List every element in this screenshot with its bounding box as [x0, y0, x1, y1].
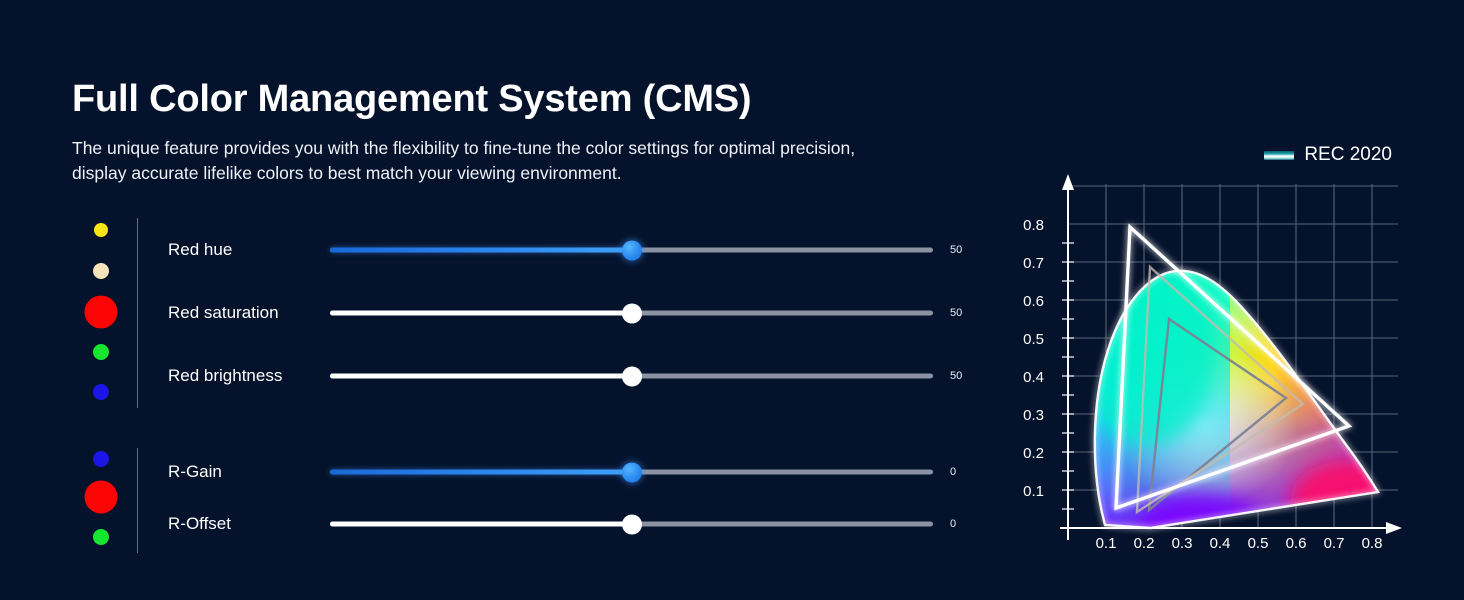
group-divider-2	[137, 448, 138, 553]
slider-knob-r-offset[interactable]	[621, 514, 642, 534]
cie-chart-svg	[1060, 174, 1402, 540]
slider-knob-red-saturation[interactable]	[621, 303, 642, 323]
x-axis-arrow-icon	[1386, 522, 1402, 534]
y-tick-label: 0.6	[1023, 293, 1044, 310]
spectral-locus-outline	[1093, 269, 1380, 530]
slider-value-r-gain: 0	[950, 466, 957, 478]
page-title: Full Color Management System (CMS)	[72, 78, 752, 120]
page-description: The unique feature provides you with the…	[72, 138, 856, 183]
dot-red-icon	[84, 295, 118, 329]
group-divider-1	[137, 218, 138, 408]
slider-knob-red-hue[interactable]	[621, 240, 642, 260]
chromaticity-diagram: 0.8 0.7 0.6 0.5 0.4 0.3 0.2 0.1 0.1 0.2 …	[1023, 170, 1410, 570]
gradient-bar-icon	[1264, 150, 1295, 160]
dot-green-icon	[93, 529, 109, 545]
x-tick-label: 0.2	[1133, 535, 1155, 552]
slider-label-r-offset: R-Offset	[168, 514, 231, 533]
slider-fill-red-hue	[330, 247, 632, 253]
x-tick-label: 0.1	[1095, 535, 1117, 552]
y-tick-label: 0.7	[1023, 255, 1044, 272]
dot-yellow-icon	[94, 223, 108, 237]
axis-ticks	[1062, 242, 1074, 510]
y-tick-label: 0.2	[1023, 445, 1044, 462]
gamut-triangle-dcip3	[1135, 264, 1305, 515]
slider-knob-red-brightness[interactable]	[621, 366, 642, 386]
chart-axes	[1060, 182, 1394, 540]
slider-value-red-saturation: 50	[950, 307, 963, 319]
dot-red-icon	[84, 480, 118, 514]
slider-label-red-saturation: Red saturation	[168, 303, 279, 322]
slider-track-r-gain[interactable]	[330, 462, 933, 482]
slider-fill-r-gain	[330, 469, 632, 475]
dot-blue-icon	[93, 451, 109, 467]
slider-track-r-offset[interactable]	[330, 514, 933, 534]
dot-blue-icon	[93, 384, 109, 400]
chart-legend: REC 2020	[1264, 144, 1392, 166]
dot-green-icon	[93, 344, 109, 360]
x-tick-label: 0.5	[1247, 535, 1269, 552]
gamut-triangle-rec2020	[1114, 223, 1353, 511]
y-tick-label: 0.4	[1023, 369, 1044, 386]
slider-track-red-hue[interactable]	[330, 240, 933, 260]
x-tick-label: 0.3	[1171, 535, 1193, 552]
legend-item-label: REC 2020	[1304, 144, 1392, 165]
y-tick-label: 0.1	[1023, 483, 1044, 500]
slider-knob-r-gain[interactable]	[621, 462, 642, 482]
y-tick-label: 0.8	[1023, 217, 1044, 234]
slider-fill-red-saturation	[330, 310, 632, 316]
slider-value-r-offset: 0	[950, 518, 957, 530]
slider-fill-red-brightness	[330, 373, 632, 379]
slider-label-red-brightness: Red brightness	[168, 366, 283, 385]
y-tick-label: 0.5	[1023, 331, 1044, 348]
slider-label-red-hue: Red hue	[168, 240, 233, 259]
slider-fill-r-offset	[330, 521, 632, 527]
x-tick-label: 0.8	[1361, 535, 1383, 552]
x-tick-label: 0.7	[1323, 535, 1345, 552]
slider-track-red-brightness[interactable]	[330, 366, 933, 386]
dot-cream-icon	[93, 263, 109, 279]
y-tick-label: 0.3	[1023, 407, 1044, 424]
gamut-triangle-srgb	[1147, 316, 1289, 513]
slider-value-red-hue: 50	[950, 244, 963, 256]
y-axis-arrow-icon	[1062, 174, 1074, 190]
x-tick-label: 0.4	[1209, 535, 1231, 552]
x-tick-label: 0.6	[1285, 535, 1307, 552]
slider-value-red-brightness: 50	[950, 370, 963, 382]
slider-track-red-saturation[interactable]	[330, 303, 933, 323]
slider-label-r-gain: R-Gain	[168, 462, 222, 481]
